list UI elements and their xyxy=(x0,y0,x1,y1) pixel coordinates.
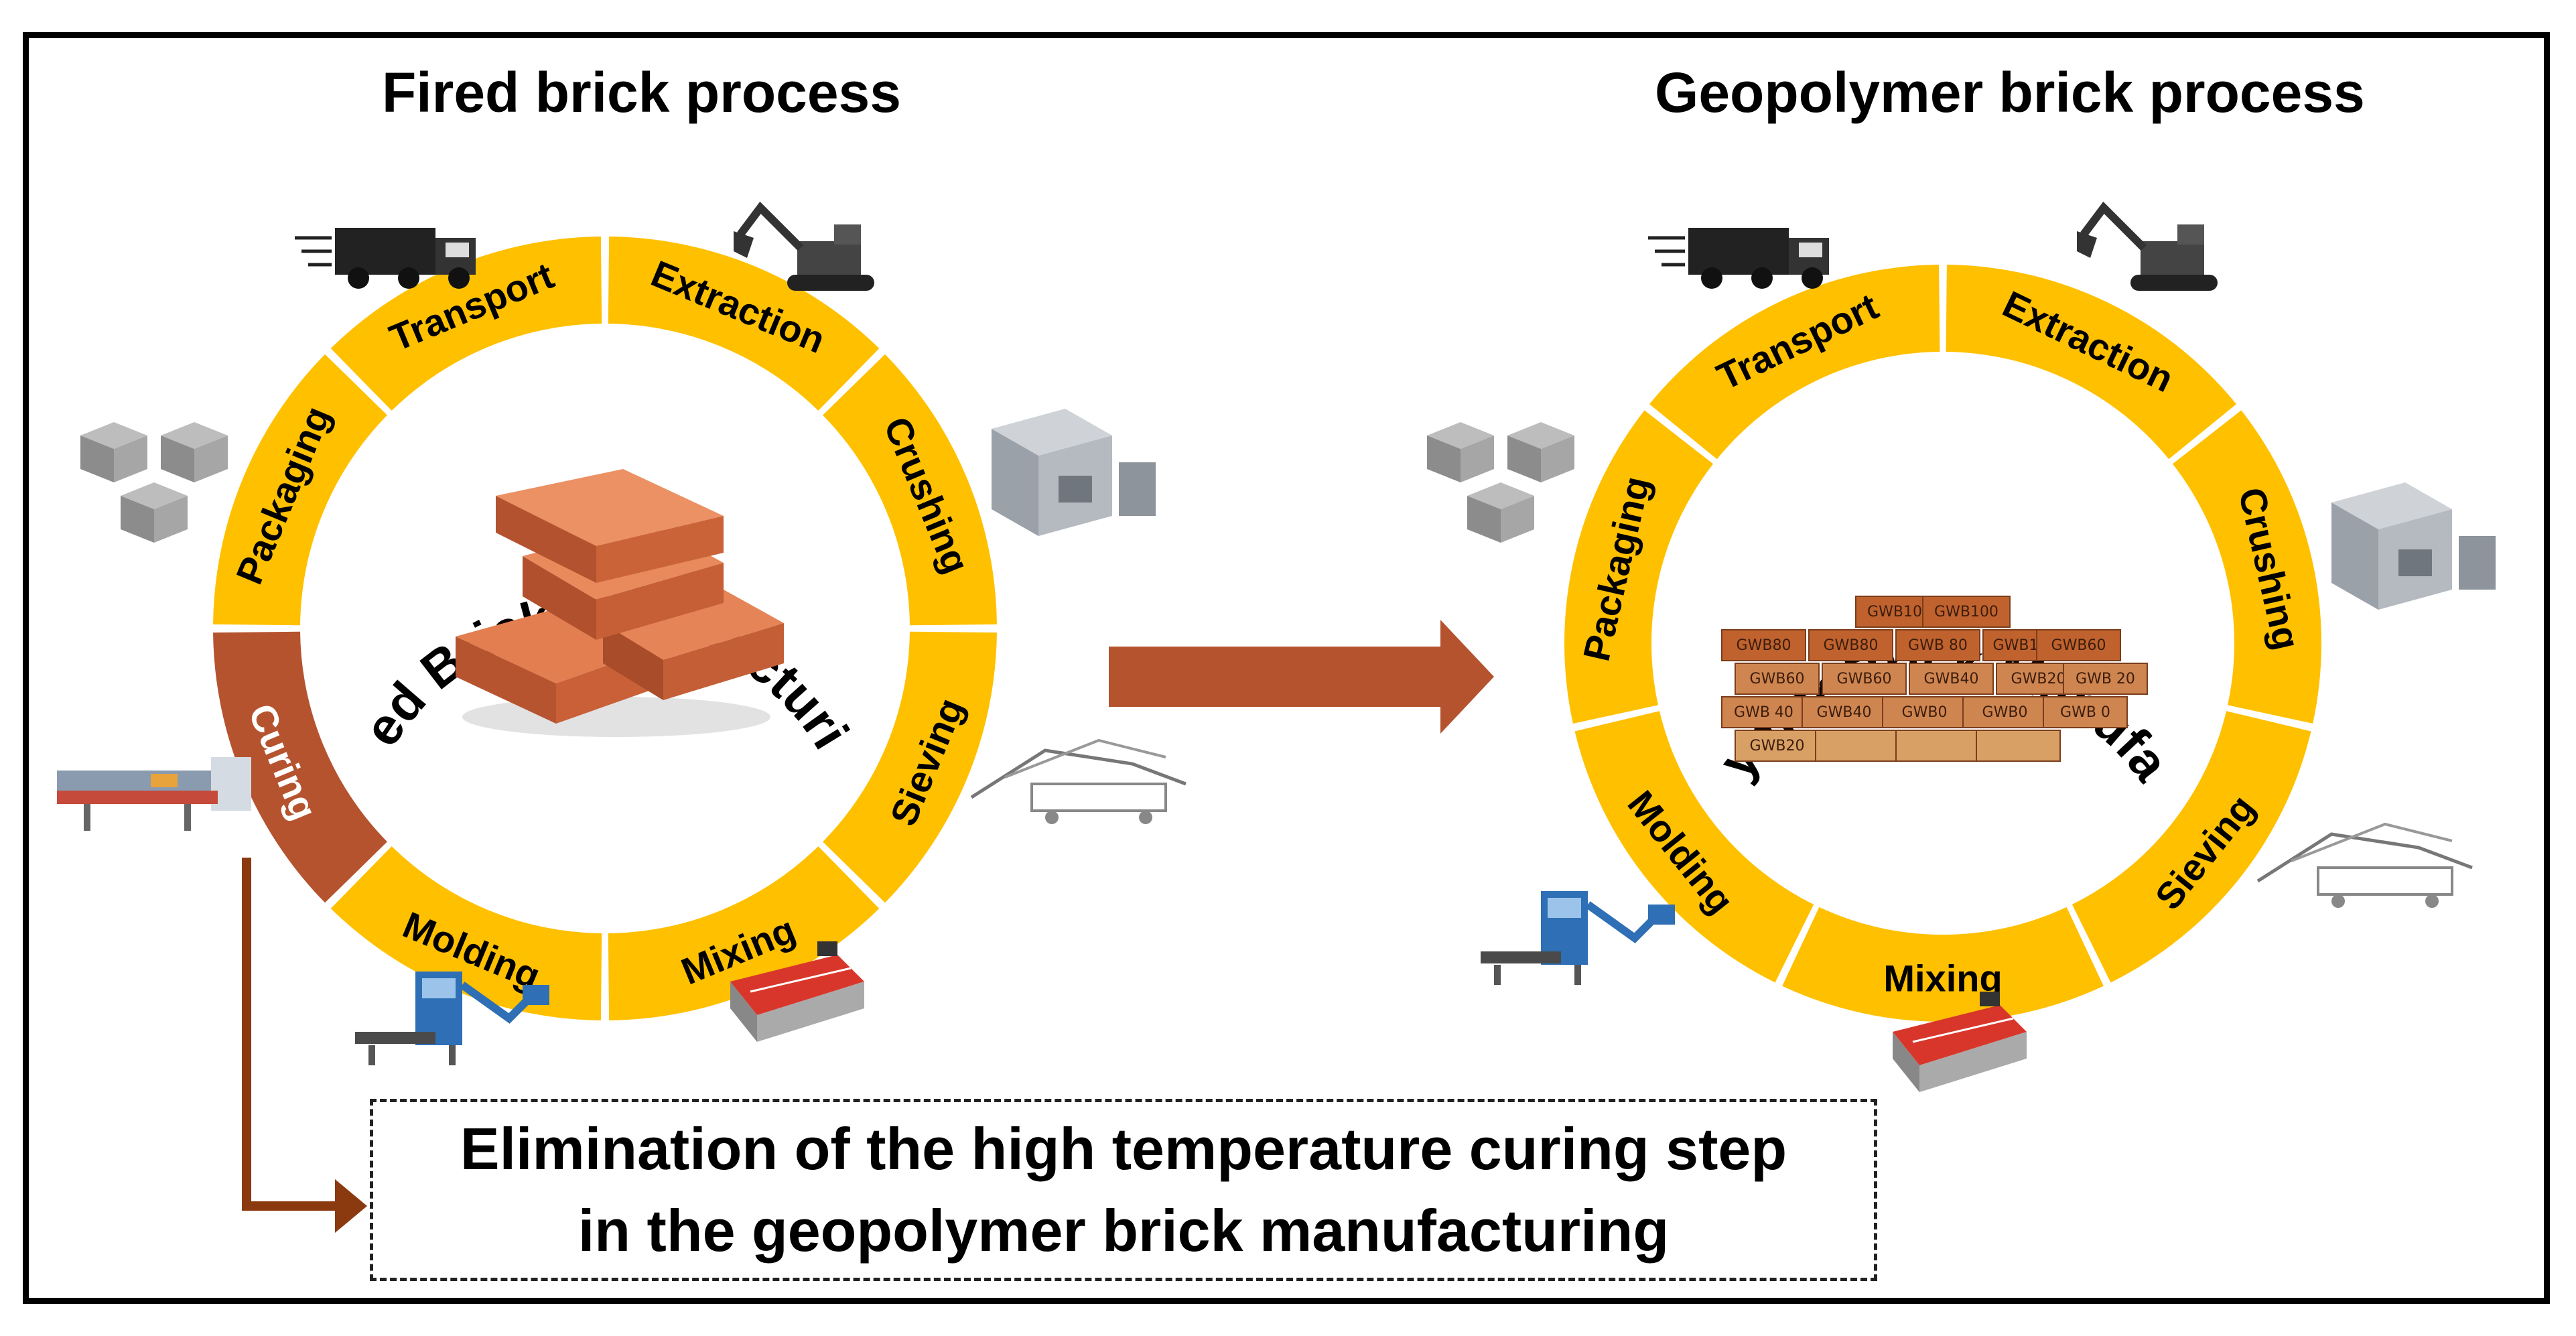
brick-label: GWB100 xyxy=(1934,604,1998,620)
wall-brick xyxy=(1735,663,1820,695)
mixer-icon xyxy=(730,941,864,1042)
wall-brick xyxy=(2043,696,2128,728)
wall-brick xyxy=(1909,663,1994,695)
brick-label: GWB80 xyxy=(1824,637,1879,654)
segment-extraction xyxy=(1946,265,2237,460)
wall-brick xyxy=(1815,730,1900,762)
transition-arrow xyxy=(1109,620,1494,734)
segment-sieving xyxy=(2072,711,2311,983)
brick-label: GWB40 xyxy=(1924,671,1979,687)
brick-label: GWB20 xyxy=(2011,671,2066,687)
wall-brick xyxy=(1922,596,2011,628)
segment-mixing xyxy=(608,846,880,1020)
segment-mixing xyxy=(1782,907,2104,1022)
brick-label: GWB0 xyxy=(1982,704,2028,721)
wall-brick xyxy=(2036,629,2121,661)
brick-label: GWB60 xyxy=(1837,671,1892,687)
segment-packaging xyxy=(213,354,387,626)
segment-molding xyxy=(330,846,602,1020)
kiln-conveyor-icon xyxy=(57,757,251,831)
brick-label: GWB40 xyxy=(1817,704,1872,721)
molding-machine-icon xyxy=(355,972,549,1065)
segment-molding xyxy=(1574,711,1814,983)
fired-brick-pile-image xyxy=(456,469,784,737)
brick-label: GWB 0 xyxy=(2060,704,2110,721)
segment-curing xyxy=(213,631,387,903)
geopolymer-process-title: Geopolymer brick process xyxy=(1655,61,2365,124)
excavator-icon xyxy=(734,201,874,291)
truck-icon xyxy=(295,228,476,289)
conclusion-line-2: in the geopolymer brick manufacturing xyxy=(578,1197,1670,1264)
mixer-icon xyxy=(1893,992,2027,1092)
conclusion-line-1: Elimination of the high temperature curi… xyxy=(460,1116,1787,1182)
sieve-icon xyxy=(970,738,1187,824)
segment-packaging xyxy=(1564,410,1714,724)
wall-brick xyxy=(1802,696,1887,728)
brick-label: GWB 20 xyxy=(2076,671,2135,687)
brick-label: GWB60 xyxy=(1750,671,1805,687)
brick-label: GWB 40 xyxy=(1734,704,1793,721)
brick-label: GWB80 xyxy=(1737,637,1791,654)
figure-frame xyxy=(23,32,2550,1304)
wall-brick xyxy=(2063,663,2148,695)
brick-pallet-icon xyxy=(80,422,228,543)
curing-connector-arrow xyxy=(242,858,367,1233)
segment-transport xyxy=(330,237,602,411)
segment-crushing xyxy=(823,354,997,626)
segment-extraction xyxy=(608,237,880,411)
brick-label: GWB0 xyxy=(1902,704,1948,721)
segment-crushing xyxy=(2172,410,2321,724)
wall-brick xyxy=(1895,629,1980,661)
sieve-icon xyxy=(2256,822,2473,908)
wall-brick xyxy=(1882,696,1967,728)
fired-process-title: Fired brick process xyxy=(382,61,901,124)
molding-machine-icon xyxy=(1481,891,1675,985)
brick-label: GWB60 xyxy=(2051,637,2106,654)
brick-label: GWB 80 xyxy=(1908,637,1968,654)
wall-brick xyxy=(1895,730,1980,762)
wall-brick xyxy=(1822,663,1907,695)
brick-pallet-icon xyxy=(1427,422,1574,543)
wall-brick xyxy=(1976,730,2061,762)
segment-sieving xyxy=(823,631,997,903)
brick-label: GWB20 xyxy=(1750,738,1805,754)
segment-transport xyxy=(1649,265,1940,460)
brick-label: GWB100 xyxy=(1867,604,1931,620)
truck-icon xyxy=(1648,228,1829,289)
wall-brick xyxy=(1735,730,1820,762)
crusher-icon xyxy=(992,409,1156,536)
conclusion-box: Elimination of the high temperature curi… xyxy=(370,1099,1877,1281)
wall-brick xyxy=(1721,629,1806,661)
crusher-icon xyxy=(2331,482,2496,610)
wall-brick xyxy=(1808,629,1893,661)
excavator-icon xyxy=(2077,201,2218,291)
